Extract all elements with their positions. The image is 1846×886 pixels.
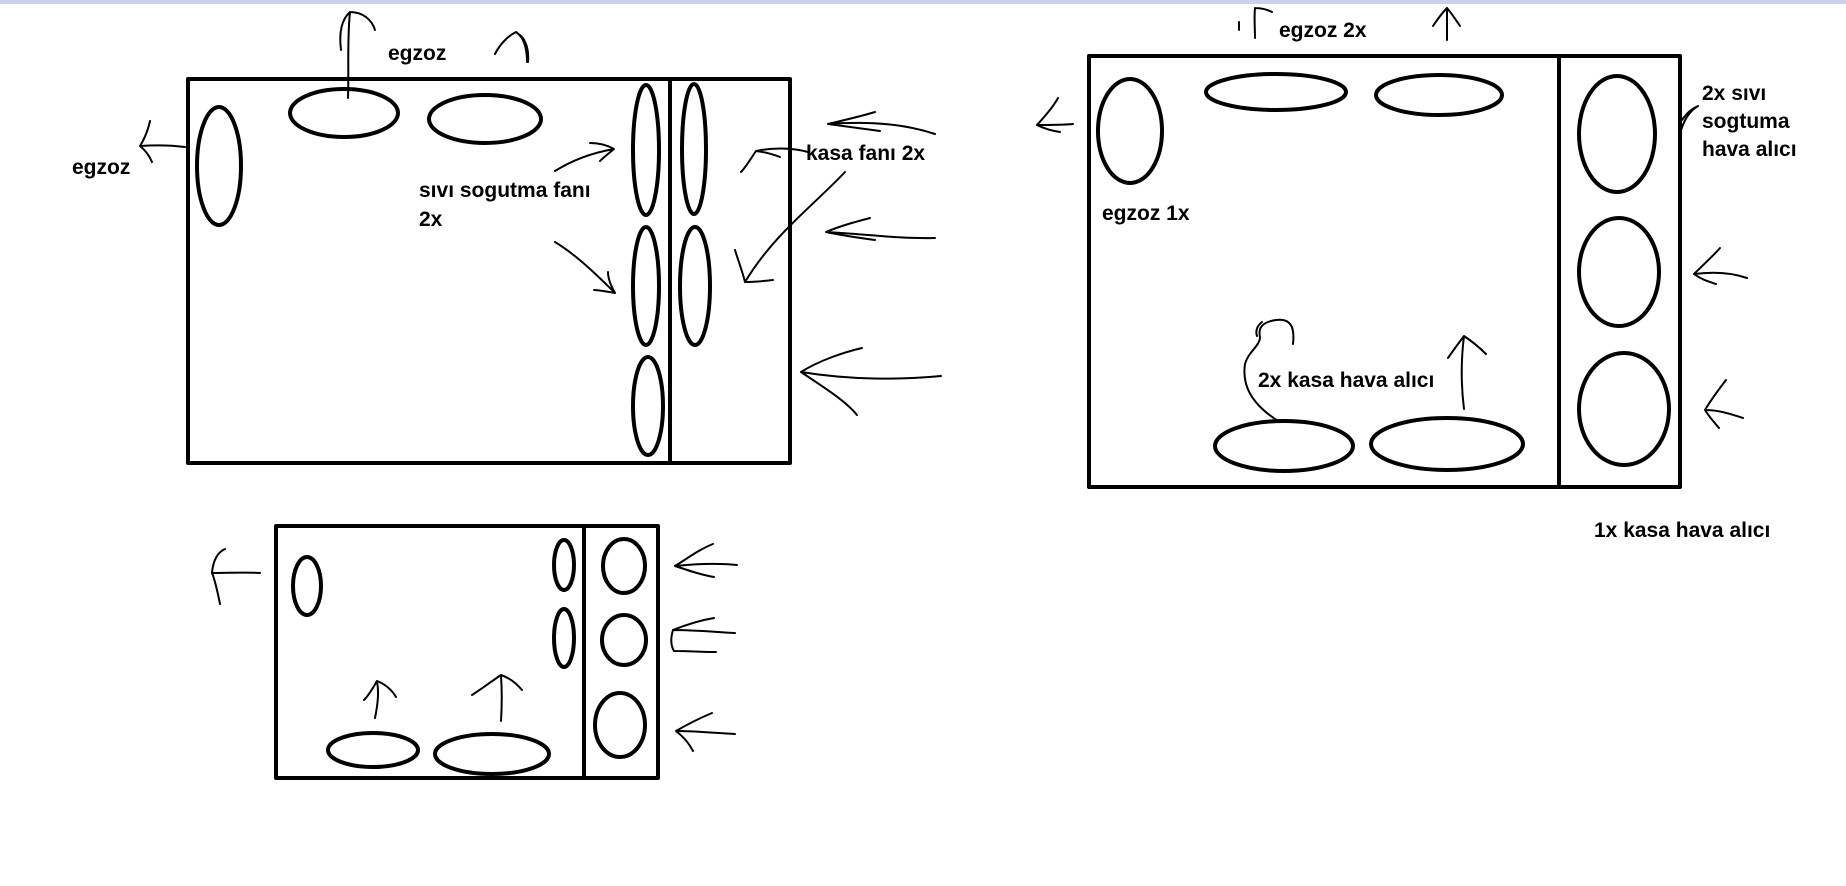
case-3-front-fan-1 [1577,74,1657,194]
case-1-top-fan-1 [288,87,400,139]
case-3-radiator-label-pointer [1679,105,1699,135]
case-3-intake-arrow-2 [1704,379,1744,429]
case-1-label-egzoz-top: egzoz [388,42,446,65]
case-1-label-sivi-sogutma-line-1: sıvı sogutma fanı [419,179,591,202]
case-3-front-fan-3 [1577,351,1671,467]
case-3-bottom-fan-2 [1369,416,1525,472]
case-1-left-exhaust-arrow [139,120,186,163]
case-2-front-fan-2 [600,613,648,667]
case-1-rear-exhaust-fan [195,105,243,227]
case-2-bottom-arrow-2 [471,674,523,722]
case-1-top-fan-2 [427,93,543,145]
case-3-top-fan-1 [1204,72,1348,112]
case-1-intake-arrow-3 [734,171,846,283]
case-3-exhaust-arrow-top-1 [1238,7,1273,39]
case-1-top-exhaust-arrow-2 [494,31,530,63]
case-2-body [274,524,660,780]
case-2-radiator-fan-2 [552,607,576,669]
case-2-exhaust-arrow [211,548,261,605]
case-3-label-egzoz-1x: egzoz 1x [1102,202,1190,225]
case-1-intake-arrow-2 [740,147,809,173]
case-1-front-fan-2 [678,225,712,347]
case-1-label-sivi-sogutma-line-2: 2x [419,208,443,231]
case-2-bottom-fan-1 [326,731,420,769]
case-1-label-egzoz-left: egzoz [72,156,130,179]
case-2-intake-arrow-2 [670,617,736,653]
case-1-radiator-arrow-2 [554,241,616,294]
case-1-intake-arrow-5 [800,347,942,416]
case-2-front-fan-3 [593,691,647,759]
case-3-label-sivi-line-1: 2x sıvı [1702,82,1766,105]
case-3-bottom-fan-1 [1213,419,1355,473]
case-1-top-exhaust-arrow-1 [339,11,376,99]
case-3-intake-arrow-1 [1693,247,1748,285]
case-3-exhaust-arrow-top-2 [1432,7,1461,41]
case-2-bottom-fan-2 [433,732,551,776]
case-diagram-3: egzoz 2x egzoz 1x 2x sıvı sogtuma hava a… [1036,7,1797,542]
case-3-rear-exhaust-fan [1096,77,1164,185]
window-top-strip [0,0,1846,4]
case-2-front-fan-1 [601,537,647,595]
case-3-exhaust-arrow-left [1036,97,1074,133]
case-3-label-sivi-line-2: sogtuma [1702,110,1790,133]
case-1-front-fan-1 [680,82,708,216]
case-1-intake-arrow-4 [825,217,936,241]
case-1-radiator-arrow-1 [554,142,615,172]
case-diagram-1: egzoz egzoz sıvı sogutma fanı 2x kasa fa… [72,11,942,465]
case-3-label-sivi-line-3: hava alıcı [1702,138,1797,161]
case-3-front-fan-2 [1577,216,1661,328]
case-2-rear-exhaust-fan [291,555,323,617]
case-1-radiator-fan-1 [631,83,661,217]
case-3-bottom-arrow-1 [1243,318,1295,422]
case-3-bottom-arrow-2 [1447,335,1487,410]
case-3-label-kasa-hava-alici-1x: 1x kasa hava alıcı [1594,519,1770,542]
case-1-radiator-fan-2 [631,225,661,347]
case-2-radiator-fan-1 [552,538,576,592]
case-3-label-egzoz-2x: egzoz 2x [1279,19,1367,42]
case-1-radiator-fan-3 [631,355,665,457]
case-2-intake-arrow-1 [674,543,738,578]
case-1-body [186,77,792,465]
case-3-label-kasa-hava-alici-2x: 2x kasa hava alıcı [1258,369,1434,392]
case-2-intake-arrow-3 [675,712,736,752]
case-3-body [1087,54,1682,489]
case-diagram-2 [211,524,738,780]
case-1-label-kasa-fani: kasa fanı 2x [806,142,925,165]
case-2-bottom-arrow-1 [363,680,397,719]
case-1-intake-arrow-1 [827,111,936,135]
case-3-top-fan-2 [1374,73,1504,117]
